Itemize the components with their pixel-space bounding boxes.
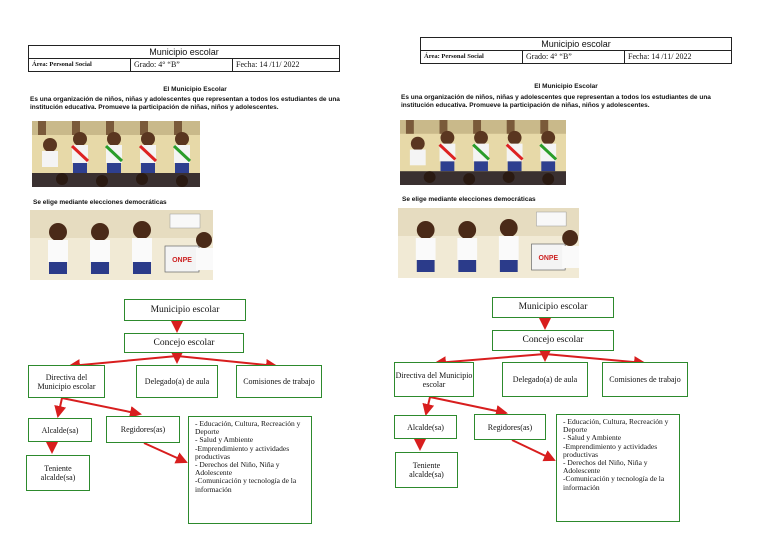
- students-with-sashes-image: [400, 120, 566, 185]
- header-table: Municipio escolar Área: Personal Social …: [420, 37, 732, 64]
- node-alcalde: Alcalde(sa): [394, 415, 457, 439]
- ballot-box-label: ONPE: [172, 257, 192, 264]
- node-delegado: Delegado(a) de aula: [136, 365, 218, 398]
- list-item: - Derechos del Niño, Niña y Adolescente: [195, 460, 280, 478]
- diagram-arrows: [414, 318, 646, 462]
- node-comisiones: Comisiones de trabajo: [602, 362, 688, 397]
- date-cell: Fecha: 14 /11/ 2022: [236, 60, 300, 69]
- node-alcalde: Alcalde(sa): [28, 418, 92, 442]
- area-cell: Área: Personal Social: [29, 59, 131, 71]
- area-cell: Área: Personal Social: [421, 51, 523, 63]
- intro-paragraph: Es una organización de niños, niñas y ad…: [401, 94, 711, 109]
- node-regidores: Regidores(as): [474, 414, 546, 440]
- node-teniente: Teniente alcalde(sa): [26, 455, 90, 491]
- intro-paragraph: Es una organización de niños, niñas y ad…: [30, 96, 340, 111]
- section-heading: El Municipio Escolar: [534, 83, 598, 90]
- list-item: - Educación, Cultura, Recreación y Depor…: [563, 417, 669, 435]
- left-page: Municipio escolar Área: Personal Social …: [26, 45, 340, 524]
- node-municipio-escolar: Municipio escolar: [124, 299, 246, 321]
- node-delegado: Delegado(a) de aula: [502, 362, 588, 397]
- elections-caption: Se elige mediante elecciones democrática…: [402, 196, 536, 203]
- node-municipio-escolar: Municipio escolar: [492, 297, 614, 318]
- list-item: -Emprendimiento y actividades productiva…: [195, 443, 290, 461]
- node-directiva: Directiva del Municipio escolar: [394, 362, 474, 397]
- date-cell: Fecha: 14 /11/ 2022: [628, 52, 692, 61]
- students-with-sashes-image: [32, 121, 200, 187]
- header-title: Municipio escolar: [29, 46, 339, 59]
- voting-students-image: ONPE: [398, 208, 579, 278]
- list-item: -Comunicación y tecnología de la informa…: [195, 476, 297, 494]
- node-concejo-escolar: Concejo escolar: [492, 330, 614, 351]
- grade-cell: Grado: 4° “B”: [131, 59, 233, 71]
- header-title: Municipio escolar: [421, 38, 731, 51]
- list-item: - Derechos del Niño, Niña y Adolescente: [563, 458, 648, 476]
- list-item: - Salud y Ambiente: [563, 433, 622, 443]
- commissions-list: - Educación, Cultura, Recreación y Depor…: [188, 416, 312, 524]
- list-item: - Salud y Ambiente: [195, 435, 254, 445]
- right-page: Municipio escolar Área: Personal Social …: [368, 0, 752, 543]
- node-teniente: Teniente alcalde(sa): [395, 452, 458, 488]
- list-item: - Educación, Cultura, Recreación y Depor…: [195, 419, 301, 437]
- grade-cell: Grado: 4° “B”: [523, 51, 625, 63]
- elections-caption: Se elige mediante elecciones democrática…: [33, 199, 167, 206]
- section-heading: El Municipio Escolar: [163, 86, 227, 93]
- node-regidores: Regidores(as): [106, 416, 180, 443]
- header-table: Municipio escolar Área: Personal Social …: [28, 45, 340, 72]
- commissions-list: - Educación, Cultura, Recreación y Depor…: [556, 414, 680, 522]
- diagram-arrows: [46, 321, 278, 464]
- node-concejo-escolar: Concejo escolar: [124, 333, 244, 353]
- node-comisiones: Comisiones de trabajo: [236, 365, 322, 398]
- node-directiva: Directiva del Municipio escolar: [28, 365, 105, 398]
- list-item: -Emprendimiento y actividades productiva…: [563, 441, 658, 459]
- ballot-box-label: ONPE: [539, 255, 559, 262]
- voting-students-image: ONPE: [30, 210, 213, 280]
- list-item: -Comunicación y tecnología de la informa…: [563, 474, 665, 492]
